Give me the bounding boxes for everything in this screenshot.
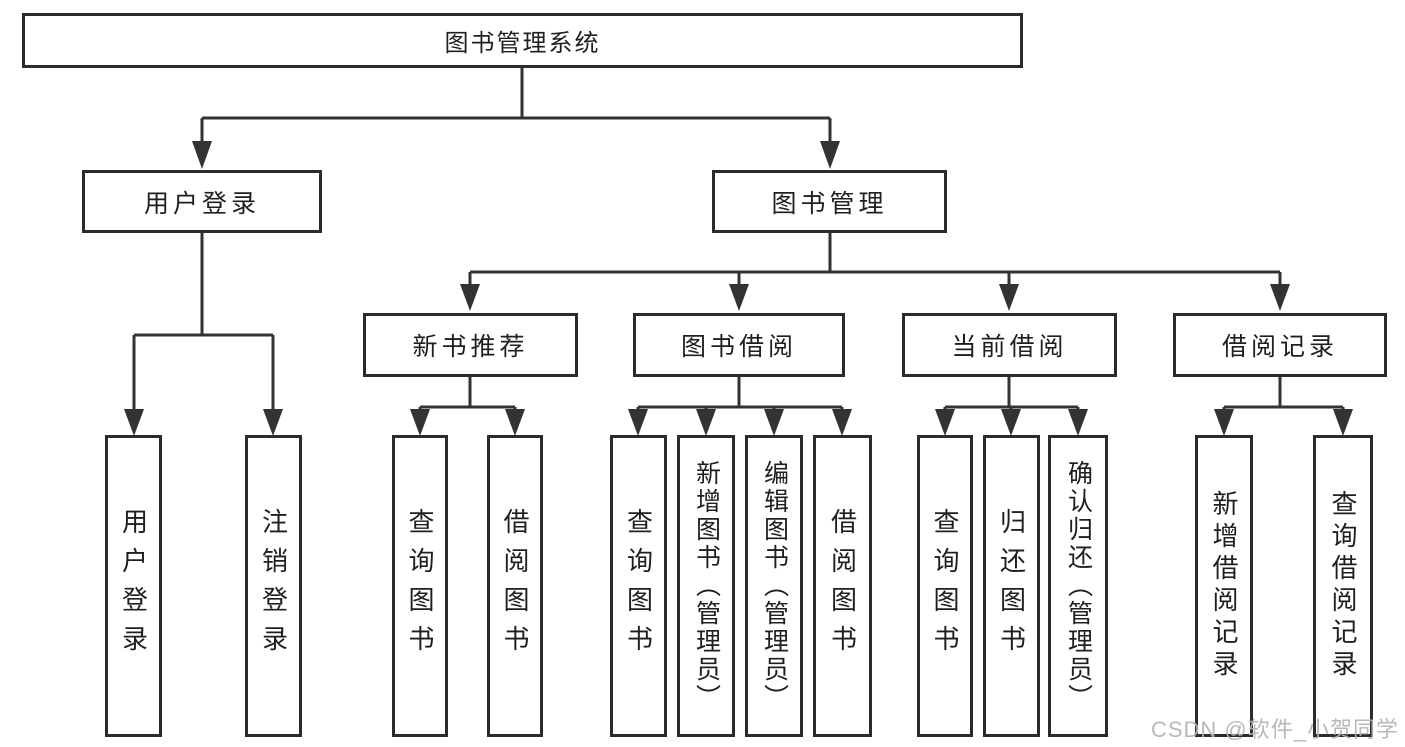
arrowhead <box>1333 409 1353 436</box>
arrowhead <box>1214 409 1234 436</box>
arrowhead <box>764 409 784 436</box>
arrowhead <box>1270 284 1290 311</box>
arrowhead <box>999 284 1019 311</box>
arrowhead <box>832 409 852 436</box>
node-logout-leaf-label: 注销登录 <box>258 508 289 664</box>
node-borrow-records: 借阅记录 <box>1173 313 1387 377</box>
connector-current-borrow <box>935 377 1088 436</box>
node-user-login-label: 用户登录 <box>143 189 260 218</box>
csdn-watermark: CSDN @软件_小贺同学 <box>1150 717 1399 742</box>
node-add-borrow-record-label: 新增借阅记录 <box>1209 490 1239 682</box>
node-user-login-leaf: 用户登录 <box>105 435 162 737</box>
node-edit-books: 编辑图书（管理员） <box>745 435 803 737</box>
node-query-books-3-label: 查询图书 <box>930 508 960 664</box>
node-book-mgmt-label: 图书管理 <box>771 189 888 218</box>
node-query-borrow-record: 查询借阅记录 <box>1313 435 1373 737</box>
node-user-login: 用户登录 <box>82 170 322 233</box>
node-book-mgmt: 图书管理 <box>712 170 947 233</box>
node-return-books-label: 归还图书 <box>996 508 1027 664</box>
node-add-books: 新增图书（管理员） <box>677 435 735 737</box>
connector-book-borrow <box>628 377 852 436</box>
node-query-books-2-label: 查询图书 <box>623 508 654 664</box>
node-book-borrow-label: 图书借阅 <box>680 333 797 361</box>
node-edit-books-label: 编辑图书（管理员） <box>760 460 789 712</box>
connector-user-login <box>124 233 283 436</box>
node-new-book-rec: 新书推荐 <box>363 313 578 377</box>
connector-borrow-records <box>1214 377 1353 436</box>
arrowhead <box>628 409 648 436</box>
node-root: 图书管理系统 <box>22 13 1023 68</box>
arrowhead <box>1068 409 1088 436</box>
arrowhead <box>820 141 840 169</box>
node-add-borrow-record: 新增借阅记录 <box>1195 435 1253 737</box>
connector-book-mgmt <box>460 233 1290 311</box>
node-borrow-records-label: 借阅记录 <box>1221 333 1338 361</box>
node-borrow-books-2-label: 借阅图书 <box>827 508 858 664</box>
arrowhead <box>1001 409 1021 436</box>
node-root-label: 图书管理系统 <box>444 30 601 57</box>
node-confirm-return: 确认归还（管理员） <box>1048 435 1108 737</box>
arrowhead <box>935 409 955 436</box>
node-borrow-books-1: 借阅图书 <box>487 435 543 737</box>
connector-new-book-rec <box>410 377 525 436</box>
node-query-books-1-label: 查询图书 <box>405 508 435 664</box>
arrowhead <box>460 284 480 311</box>
connector-root <box>192 68 840 169</box>
arrowhead <box>263 409 283 436</box>
node-borrow-books-2: 借阅图书 <box>813 435 872 737</box>
node-book-borrow: 图书借阅 <box>633 313 845 377</box>
node-current-borrow-label: 当前借阅 <box>951 333 1068 361</box>
arrowhead <box>124 409 144 436</box>
node-return-books: 归还图书 <box>983 435 1040 737</box>
node-confirm-return-label: 确认归还（管理员） <box>1064 460 1093 712</box>
node-logout-leaf: 注销登录 <box>245 435 302 737</box>
node-query-books-3: 查询图书 <box>917 435 973 737</box>
node-new-book-rec-label: 新书推荐 <box>412 333 529 361</box>
arrowhead <box>729 284 749 311</box>
node-user-login-leaf-label: 用户登录 <box>118 508 149 664</box>
node-query-borrow-record-label: 查询借阅记录 <box>1328 490 1358 682</box>
arrowhead <box>505 409 525 436</box>
node-add-books-label: 新增图书（管理员） <box>692 460 721 712</box>
node-borrow-books-1-label: 借阅图书 <box>500 508 530 664</box>
arrowhead <box>410 409 430 436</box>
arrowhead <box>192 141 212 169</box>
arrowhead <box>696 409 716 436</box>
node-query-books-2: 查询图书 <box>610 435 667 737</box>
node-current-borrow: 当前借阅 <box>902 313 1117 377</box>
node-query-books-1: 查询图书 <box>392 435 448 737</box>
